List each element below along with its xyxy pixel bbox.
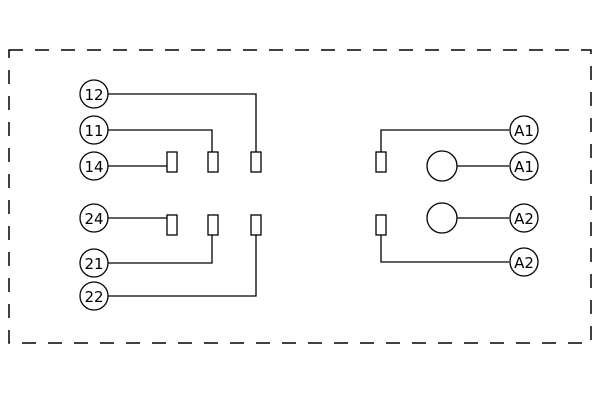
terminal-12: 12: [79, 79, 109, 109]
terminal-a1-top-circle: [509, 115, 539, 145]
wire-21: [108, 235, 213, 264]
indicator-a2: [426, 202, 458, 234]
contact-11: [207, 151, 219, 173]
terminal-a2-bottom: A2: [509, 247, 539, 277]
terminal-a1-bottom: A1: [509, 151, 539, 181]
wires: [108, 93, 509, 297]
contact-24: [166, 214, 178, 236]
indicator-a1: [426, 150, 458, 182]
contact-22: [250, 214, 262, 236]
terminal-14-circle: [79, 151, 109, 181]
wire-a1-top: [380, 129, 509, 152]
terminal-21: 21: [79, 248, 109, 278]
terminal-22: 22: [79, 281, 109, 311]
wire-11: [108, 129, 213, 152]
contact-coil-a1: [375, 151, 387, 173]
contact-14: [166, 151, 178, 173]
terminal-21-circle: [79, 248, 109, 278]
contact-12: [250, 151, 262, 173]
terminal-11-label: 11: [84, 122, 103, 140]
terminal-a1-bottom-circle: [509, 151, 539, 181]
terminal-14-label: 14: [84, 158, 103, 176]
terminal-12-label: 12: [84, 86, 103, 104]
wire-a2-bottom: [380, 235, 509, 263]
terminal-a2-top-circle: [509, 203, 539, 233]
terminal-a1-bottom-label: A1: [514, 158, 534, 176]
enclosure-dashed-frame: [8, 49, 592, 344]
terminal-24-label: 24: [84, 210, 103, 228]
terminal-21-label: 21: [84, 255, 103, 273]
terminal-22-circle: [79, 281, 109, 311]
terminal-a2-top: A2: [509, 203, 539, 233]
terminal-a2-top-label: A2: [514, 210, 534, 228]
terminal-a1-top-label: A1: [514, 122, 534, 140]
terminal-a2-bottom-circle: [509, 247, 539, 277]
terminal-22-label: 22: [84, 288, 103, 306]
wire-12: [108, 93, 257, 152]
contact-21: [207, 214, 219, 236]
terminal-11-circle: [79, 115, 109, 145]
terminal-24-circle: [79, 203, 109, 233]
terminal-12-circle: [79, 79, 109, 109]
terminal-a1-top: A1: [509, 115, 539, 145]
terminal-24: 24: [79, 203, 109, 233]
terminal-14: 14: [79, 151, 109, 181]
wire-22: [108, 235, 257, 297]
terminal-a2-bottom-label: A2: [514, 254, 534, 272]
contact-coil-a2: [375, 214, 387, 236]
terminal-11: 11: [79, 115, 109, 145]
contacts: [166, 151, 387, 236]
